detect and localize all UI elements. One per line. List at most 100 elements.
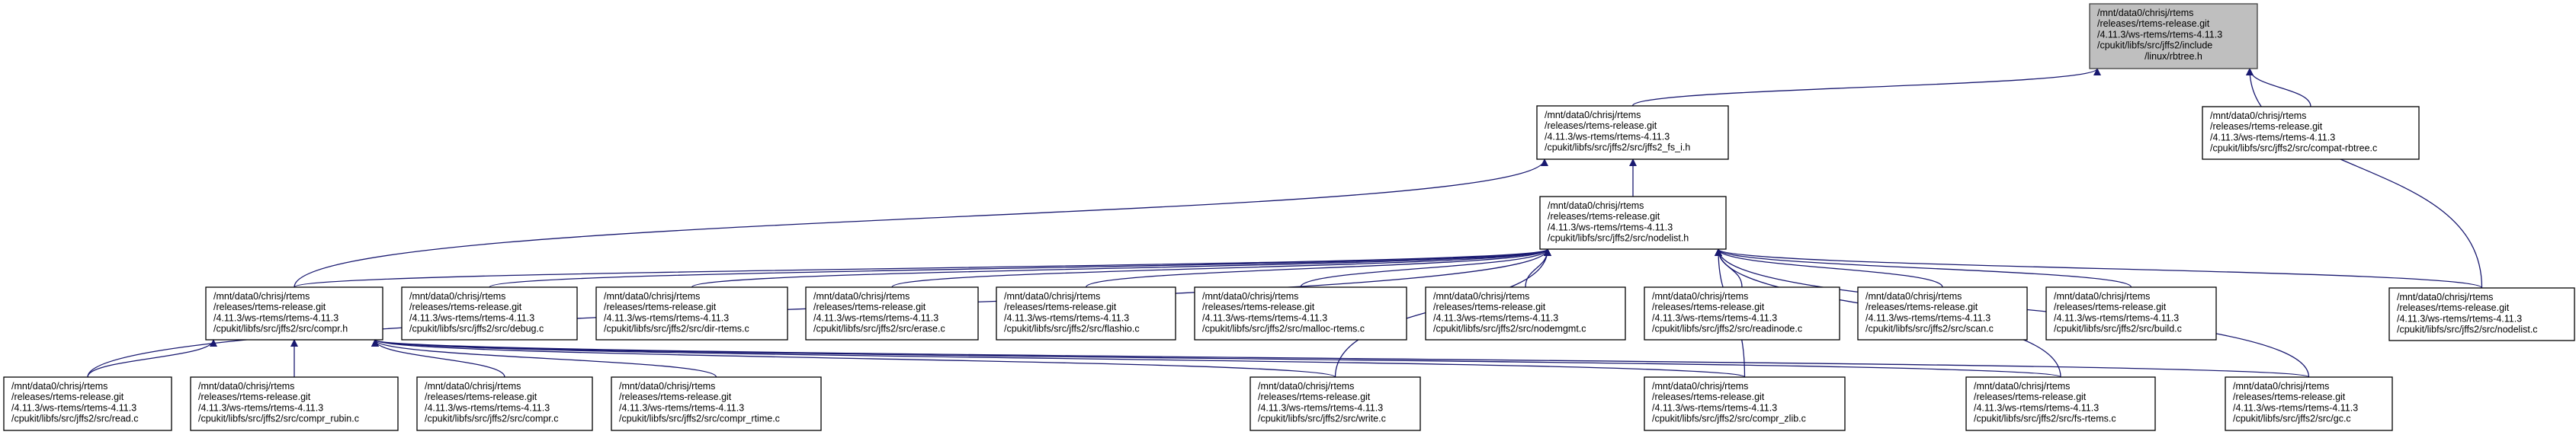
node-label-line: /mnt/data0/chrisj/rtems: [1865, 291, 1962, 302]
node-label-line: /cpukit/libfs/src/jffs2/src/jffs2_fs_i.h: [1545, 142, 1690, 153]
node-label-line: /cpukit/libfs/src/jffs2/src/write.c: [1258, 414, 1386, 424]
node-label-line: /4.11.3/ws-rtems/rtems-4.11.3: [1652, 312, 1777, 323]
node-label-line: /mnt/data0/chrisj/rtems: [1652, 381, 1748, 392]
node-label-line: /cpukit/libfs/src/jffs2/src/compr_zlib.c: [1652, 414, 1806, 424]
nodes: /mnt/data0/chrisj/rtems/releases/rtems-r…: [3, 3, 2575, 431]
file-node-write-c[interactable]: /mnt/data0/chrisj/rtems/releases/rtems-r…: [1250, 376, 1421, 431]
node-label-line: /mnt/data0/chrisj/rtems: [1202, 291, 1298, 302]
file-node-nodemgmt-c[interactable]: /mnt/data0/chrisj/rtems/releases/rtems-r…: [1425, 286, 1626, 341]
node-label-line: /cpukit/libfs/src/jffs2/src/fs-rtems.c: [1974, 414, 2116, 424]
file-node-compr-rtime-c[interactable]: /mnt/data0/chrisj/rtems/releases/rtems-r…: [611, 376, 822, 431]
node-label-line: /mnt/data0/chrisj/rtems: [2210, 110, 2306, 121]
node-label-line: /4.11.3/ws-rtems/rtems-4.11.3: [1548, 222, 1673, 232]
node-label-line: /releases/rtems-release.git: [1545, 120, 1657, 131]
file-node-erase-c[interactable]: /mnt/data0/chrisj/rtems/releases/rtems-r…: [805, 286, 979, 341]
edge-build_c-to-nodelist_h: [1715, 248, 2132, 288]
node-label-line: /4.11.3/ws-rtems/rtems-4.11.3: [2397, 313, 2522, 324]
node-label-line: /cpukit/libfs/src/jffs2/src/compr_rtime.…: [619, 414, 780, 424]
node-label-line: /mnt/data0/chrisj/rtems: [604, 291, 700, 302]
node-label-line: /releases/rtems-release.git: [2397, 302, 2510, 313]
node-label-line: /4.11.3/ws-rtems/rtems-4.11.3: [1004, 312, 1129, 323]
node-label-line: /mnt/data0/chrisj/rtems: [425, 381, 521, 392]
node-box: [1644, 376, 1846, 431]
node-label-line: /cpukit/libfs/src/jffs2/src/readinode.c: [1652, 324, 1802, 334]
node-label-line: /mnt/data0/chrisj/rtems: [198, 381, 294, 392]
node-label-line: /mnt/data0/chrisj/rtems: [813, 291, 909, 302]
node-label-line: /releases/rtems-release.git: [1865, 302, 1978, 312]
node-label-line: /linux/rbtree.h: [2145, 51, 2202, 62]
edge-scan_c-to-nodelist_h: [1715, 248, 1943, 288]
file-node-scan-c[interactable]: /mnt/data0/chrisj/rtems/releases/rtems-r…: [1857, 286, 2028, 341]
node-label-line: /cpukit/libfs/src/jffs2/src/erase.c: [813, 324, 945, 334]
file-node-dir-rtems-c[interactable]: /mnt/data0/chrisj/rtems/releases/rtems-r…: [595, 286, 788, 341]
file-node-flashio-c[interactable]: /mnt/data0/chrisj/rtems/releases/rtems-r…: [996, 286, 1176, 341]
edge-flashio_c-to-nodelist_h: [1085, 248, 1551, 288]
node-label-line: /4.11.3/ws-rtems/rtems-4.11.3: [813, 312, 938, 323]
node-label-line: /mnt/data0/chrisj/rtems: [1548, 200, 1644, 211]
node-label-line: /mnt/data0/chrisj/rtems: [619, 381, 715, 392]
node-box: [2089, 3, 2258, 69]
file-node-compr-rubin-c[interactable]: /mnt/data0/chrisj/rtems/releases/rtems-r…: [190, 376, 399, 431]
file-node-nodelist-c[interactable]: /mnt/data0/chrisj/rtems/releases/rtems-r…: [2388, 287, 2575, 341]
node-label-line: /cpukit/libfs/src/jffs2/include: [2097, 40, 2212, 51]
edge-malloc_rtems_c-to-nodelist_h: [1300, 248, 1551, 288]
node-label-line: /4.11.3/ws-rtems/rtems-4.11.3: [2097, 29, 2222, 40]
edge-write_c-to-compr_h: [371, 339, 1336, 378]
node-label-line: /releases/rtems-release.git: [1974, 392, 2087, 402]
edge-erase_c-to-nodelist_h: [891, 248, 1551, 288]
node-box: [805, 286, 979, 341]
node-label-line: /mnt/data0/chrisj/rtems: [1433, 291, 1529, 302]
file-node-compr-c[interactable]: /mnt/data0/chrisj/rtems/releases/rtems-r…: [416, 376, 593, 431]
node-box: [1250, 376, 1421, 431]
file-node-readinode-c[interactable]: /mnt/data0/chrisj/rtems/releases/rtems-r…: [1644, 286, 1840, 341]
node-box: [205, 286, 383, 341]
node-label-line: /mnt/data0/chrisj/rtems: [2397, 292, 2493, 302]
file-node-build-c[interactable]: /mnt/data0/chrisj/rtems/releases/rtems-r…: [2045, 286, 2217, 341]
node-label-line: /mnt/data0/chrisj/rtems: [2097, 8, 2193, 18]
file-node-compr-h[interactable]: /mnt/data0/chrisj/rtems/releases/rtems-r…: [205, 286, 383, 341]
node-box: [2388, 287, 2575, 341]
node-label-line: /4.11.3/ws-rtems/rtems-4.11.3: [1652, 402, 1777, 413]
edge-debug_c-to-nodelist_h: [489, 248, 1551, 288]
node-label-line: /cpukit/libfs/src/jffs2/src/scan.c: [1865, 324, 1994, 334]
node-box: [1539, 196, 1727, 250]
node-label-line: /cpukit/libfs/src/jffs2/src/debug.c: [409, 324, 544, 334]
file-node-debug-c[interactable]: /mnt/data0/chrisj/rtems/releases/rtems-r…: [401, 286, 578, 341]
node-label-line: /releases/rtems-release.git: [213, 302, 326, 312]
node-box: [1644, 286, 1840, 341]
file-node-jffs2-fs-i-h[interactable]: /mnt/data0/chrisj/rtems/releases/rtems-r…: [1536, 105, 1729, 160]
file-node-read-c[interactable]: /mnt/data0/chrisj/rtems/releases/rtems-r…: [3, 376, 172, 431]
node-label-line: /4.11.3/ws-rtems/rtems-4.11.3: [213, 312, 338, 323]
file-node-compr-zlib-c[interactable]: /mnt/data0/chrisj/rtems/releases/rtems-r…: [1644, 376, 1846, 431]
node-label-line: /4.11.3/ws-rtems/rtems-4.11.3: [1865, 312, 1991, 323]
edge-compr_zlib_c-to-compr_h: [371, 339, 1746, 378]
edge-gc_c-to-compr_h: [371, 339, 2310, 378]
node-label-line: /cpukit/libfs/src/jffs2/src/compr.c: [425, 414, 559, 424]
file-node-gc-c[interactable]: /mnt/data0/chrisj/rtems/releases/rtems-r…: [2225, 376, 2393, 431]
edge-compr_c-to-compr_h: [371, 339, 505, 378]
node-label-line: /cpukit/libfs/src/jffs2/src/dir-rtems.c: [604, 324, 749, 334]
node-label-line: /releases/rtems-release.git: [2097, 18, 2210, 29]
node-label-line: /releases/rtems-release.git: [198, 392, 311, 402]
file-node-fs-rtems-c[interactable]: /mnt/data0/chrisj/rtems/releases/rtems-r…: [1965, 376, 2156, 431]
edge-dir_rtems_c-to-nodelist_h: [691, 248, 1551, 288]
node-label-line: /4.11.3/ws-rtems/rtems-4.11.3: [1974, 402, 2099, 413]
node-label-line: /4.11.3/ws-rtems/rtems-4.11.3: [2210, 132, 2335, 142]
node-label-line: /4.11.3/ws-rtems/rtems-4.11.3: [11, 402, 136, 413]
node-label-line: /mnt/data0/chrisj/rtems: [1004, 291, 1100, 302]
file-node-compat-rbtree-c[interactable]: /mnt/data0/chrisj/rtems/releases/rtems-r…: [2202, 106, 2420, 160]
node-box: [1536, 105, 1729, 160]
node-box: [401, 286, 578, 341]
node-label-line: /4.11.3/ws-rtems/rtems-4.11.3: [425, 402, 550, 413]
file-node-malloc-rtems-c[interactable]: /mnt/data0/chrisj/rtems/releases/rtems-r…: [1194, 286, 1407, 341]
node-label-line: /cpukit/libfs/src/jffs2/src/compr.h: [213, 324, 348, 334]
node-label-line: /cpukit/libfs/src/jffs2/src/nodelist.c: [2397, 325, 2538, 335]
file-node-nodelist-h[interactable]: /mnt/data0/chrisj/rtems/releases/rtems-r…: [1539, 196, 1727, 250]
node-label-line: /4.11.3/ws-rtems/rtems-4.11.3: [2054, 312, 2179, 323]
edge-compr_rtime_c-to-compr_h: [371, 339, 717, 378]
node-label-line: /releases/rtems-release.git: [604, 302, 717, 312]
edge-compr_h-to-jffs2_fs_i_h: [294, 158, 1548, 288]
node-box: [996, 286, 1176, 341]
node-box: [2225, 376, 2393, 431]
